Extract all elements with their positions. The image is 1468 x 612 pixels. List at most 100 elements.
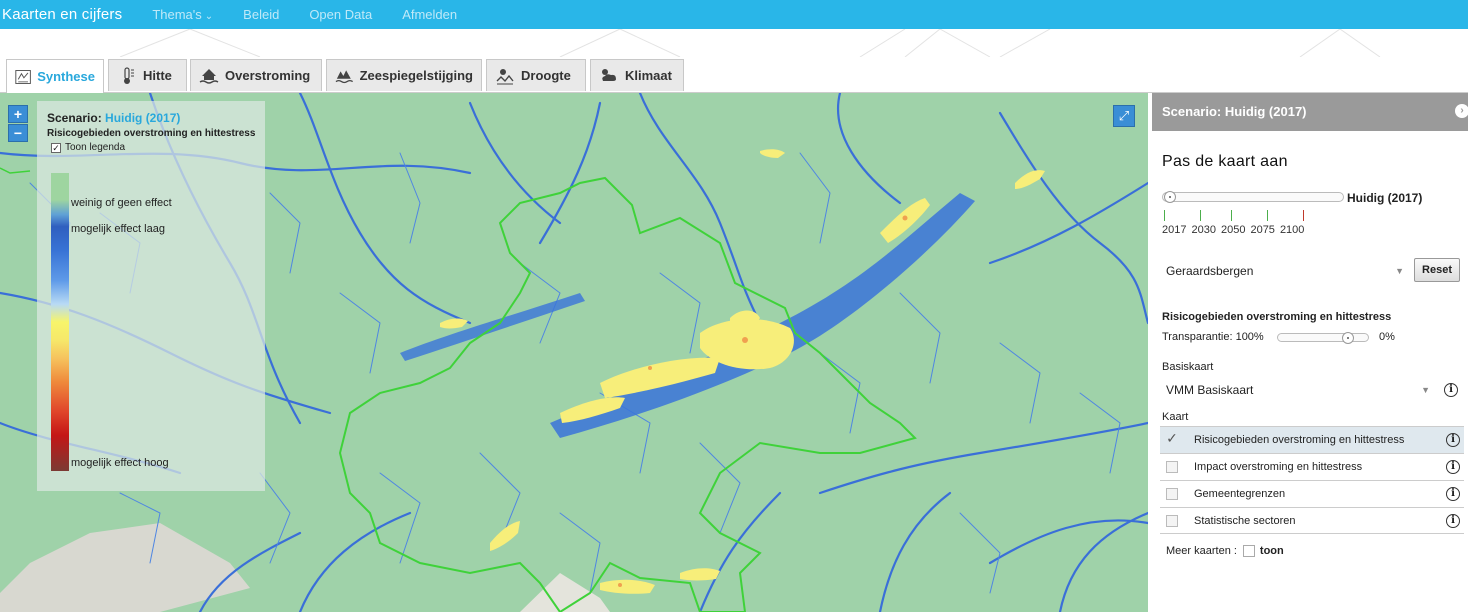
year-label: 2050 [1220,224,1246,236]
drought-icon [496,68,514,84]
meer-kaarten-label: Meer kaarten : [1166,545,1237,557]
legend-label-medium: mogelijk effect laag [71,223,165,235]
meer-kaarten-toon: toon [1259,545,1284,557]
close-panel-icon[interactable]: › [1455,104,1468,118]
municipality-select[interactable]: Geraardsbergen ▼ [1162,259,1408,283]
kaart-item-label: Gemeentegrenzen [1194,488,1286,500]
zoom-in-button[interactable]: + [8,105,28,123]
kaart-item-checkbox[interactable] [1166,461,1178,473]
toggle-legend-checkbox[interactable]: ✓ [51,142,61,153]
panel-title: Scenario: Huidig (2017) [1162,104,1307,119]
kaart-item-risicogebieden[interactable]: ✓ Risicogebieden overstroming en hittest… [1160,426,1464,453]
layer-title: Risicogebieden overstroming en hittestre… [1162,311,1392,323]
outside-region-2 [520,573,610,612]
scenario-slider[interactable] [1162,192,1344,202]
tab-droogte[interactable]: Droogte [486,59,586,91]
transparency-max-label: 0% [1379,331,1395,343]
kaart-item-statistische-sectoren[interactable]: Statistische sectoren i [1160,507,1464,534]
year-tick [1231,210,1232,221]
map-view[interactable]: + − ⤢ Scenario: Huidig (2017) Risicogebi… [0,93,1148,612]
reset-button[interactable]: Reset [1414,258,1460,282]
panel-heading: Pas de kaart aan [1162,153,1288,170]
settings-panel: Scenario: Huidig (2017) › Pas de kaart a… [1152,93,1468,612]
legend-scenario: Scenario: Huidig (2017) [47,111,180,125]
kaart-label: Kaart [1162,411,1189,423]
risk-areas [440,149,1045,594]
tab-zeespiegelstijging[interactable]: Zeespiegelstijging [326,59,482,91]
municipality-select-value: Geraardsbergen [1166,264,1254,278]
dropdown-arrow-icon: ▼ [1395,266,1404,276]
map-legend: Scenario: Huidig (2017) Risicogebieden o… [37,101,265,491]
tab-hitte-label: Hitte [143,68,172,83]
top-navigation: Kaarten en cijfers Thema's⌄ Beleid Open … [0,0,1468,29]
nav-beleid[interactable]: Beleid [243,7,280,22]
kaart-item-checkbox[interactable]: ✓ [1166,430,1178,446]
toggle-legend-label: Toon legenda [65,142,126,153]
tab-synthese[interactable]: Synthese [6,59,104,93]
chevron-down-icon: ⌄ [204,11,214,22]
expand-icon: ⤢ [1118,108,1130,123]
synthese-icon [15,69,31,84]
meer-kaarten-checkbox[interactable] [1242,545,1255,557]
panel-title-value: Huidig (2017) [1224,104,1307,119]
panel-header: Scenario: Huidig (2017) › [1152,93,1468,131]
municipality-boundary [338,176,917,612]
year-ticks [1162,210,1322,222]
kaart-item-label: Statistische sectoren [1194,515,1296,527]
kaart-item-checkbox[interactable] [1166,488,1178,500]
year-tick [1200,210,1201,221]
basiskaart-label: Basiskaart [1162,361,1214,373]
theme-tabs: Synthese Hitte Overstroming Zeespiegelst… [0,57,1468,93]
decorative-lines [119,29,1381,57]
tab-overstroming[interactable]: Overstroming [190,59,322,91]
transparency-slider[interactable] [1277,333,1369,342]
transparency-slider-handle[interactable] [1342,332,1354,344]
year-label: 2017 [1162,224,1187,236]
info-icon[interactable]: i [1446,487,1460,501]
legend-label-low: weinig of geen effect [71,197,172,209]
year-tick [1303,210,1304,221]
year-tick [1267,210,1268,221]
basiskaart-select-value: VMM Basiskaart [1166,383,1254,397]
legend-scenario-label: Scenario: [47,111,102,125]
info-icon[interactable]: i [1444,383,1458,397]
sea-level-icon [335,69,354,83]
thermometer-icon [124,66,134,84]
climate-icon [602,68,616,81]
nav-themas-label: Thema's [152,7,202,22]
kaart-item-label: Impact overstroming en hittestress [1194,461,1363,473]
outside-region [0,523,250,612]
tab-klimaat-label: Klimaat [625,68,672,83]
nav-afmelden[interactable]: Afmelden [402,7,458,22]
nav-themas[interactable]: Thema's⌄ [152,7,213,22]
tab-droogte-label: Droogte [521,68,571,83]
info-icon[interactable]: i [1446,433,1460,447]
kaart-item-gemeentegrenzen[interactable]: Gemeentegrenzen i [1160,480,1464,507]
tab-hitte[interactable]: Hitte [108,59,187,91]
year-tick [1164,210,1165,221]
nav-open-data[interactable]: Open Data [309,7,373,22]
meer-kaarten: Meer kaarten : toon [1166,545,1284,557]
zoom-out-button[interactable]: − [8,124,28,142]
fullscreen-button[interactable]: ⤢ [1113,105,1135,127]
year-label: 2100 [1279,224,1305,236]
tab-synthese-label: Synthese [37,69,95,84]
basiskaart-select[interactable]: VMM Basiskaart ▼ [1162,378,1434,402]
scenario-slider-handle[interactable] [1164,191,1176,203]
info-icon[interactable]: i [1446,460,1460,474]
toggle-legend[interactable]: ✓ Toon legenda [51,142,125,153]
legend-color-ramp [51,173,69,471]
decorative-band [0,29,1468,57]
kaart-item-label: Risicogebieden overstroming en hittestre… [1194,434,1405,446]
legend-label-high: mogelijk effect hoog [71,457,169,469]
tab-zeespiegelstijging-label: Zeespiegelstijging [359,68,473,83]
tab-klimaat[interactable]: Klimaat [590,59,684,91]
tab-overstroming-label: Overstroming [225,68,311,83]
kaart-item-checkbox[interactable] [1166,515,1178,527]
brand-link[interactable]: Kaarten en cijfers [2,6,123,23]
transparency-label: Transparantie: 100% [1162,331,1264,343]
kaart-item-impact[interactable]: Impact overstroming en hittestress i [1160,453,1464,480]
info-icon[interactable]: i [1446,514,1460,528]
legend-layer-title: Risicogebieden overstroming en hittestre… [47,128,256,139]
